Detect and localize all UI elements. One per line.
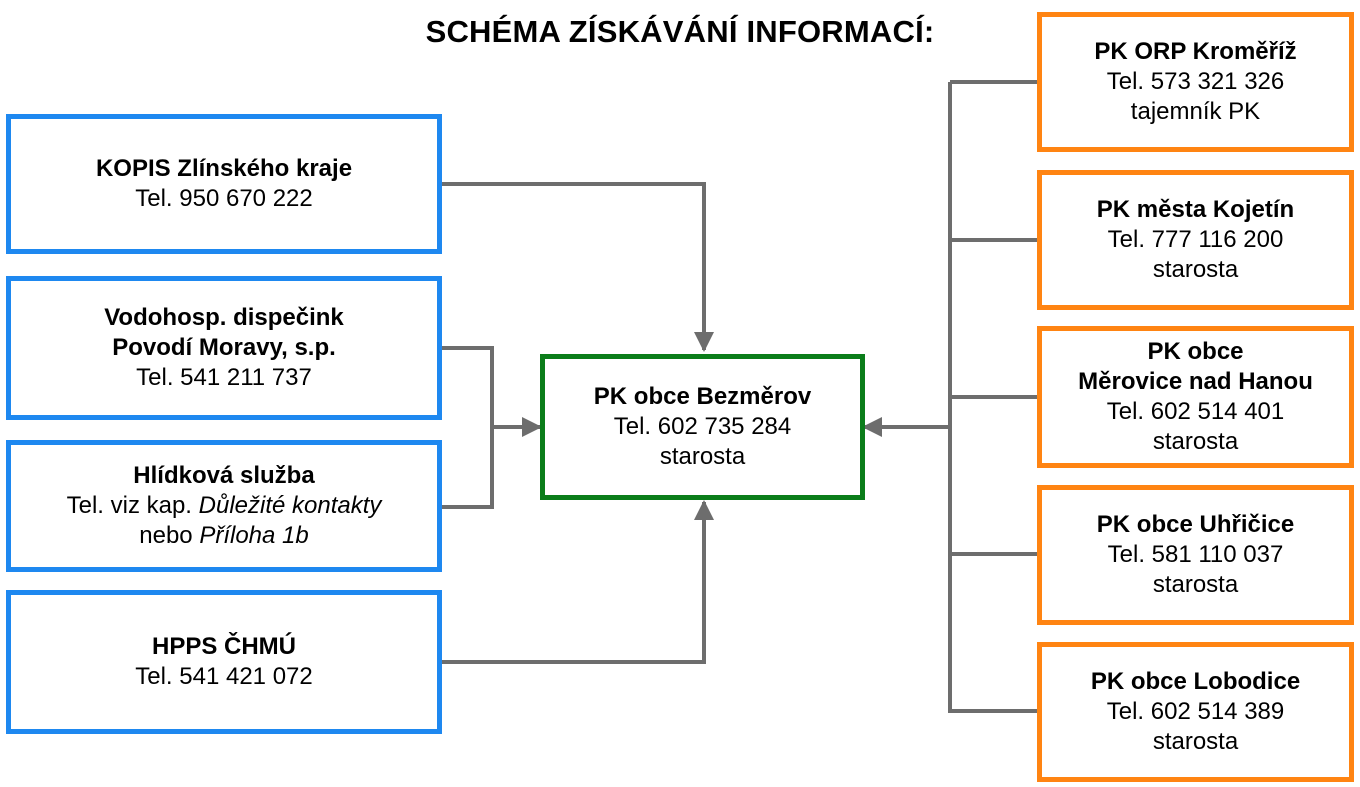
target-name: PK obce Lobodice (1090, 668, 1301, 695)
source-kopis: KOPIS Zlínského kraje Tel. 950 670 222 (6, 114, 442, 254)
target-name-line1: PK obce (1147, 338, 1244, 365)
center-phone: Tel. 602 735 284 (613, 413, 792, 440)
target-phone: Tel. 581 110 037 (1107, 541, 1284, 568)
source-hlidkova: Hlídková služba Tel. viz kap. Důležité k… (6, 440, 442, 572)
source-vodohosp-name2: Povodí Moravy, s.p. (112, 334, 336, 361)
target-lobodice: PK obce Lobodice Tel. 602 514 389 staros… (1037, 642, 1354, 782)
connector-hpps (442, 500, 714, 664)
target-role: starosta (1152, 428, 1239, 455)
source-vodohosp: Vodohosp. dispečink Povodí Moravy, s.p. … (6, 276, 442, 420)
diagram-title: SCHÉMA ZÍSKÁVÁNÍ INFORMACÍ: (425, 14, 935, 49)
source-hlidkova-alt-prefix: nebo (139, 522, 200, 549)
target-role: tajemník PK (1130, 98, 1261, 125)
source-hlidkova-phone-ref: Důležité kontakty (198, 492, 382, 519)
source-vodohosp-name1: Vodohosp. dispečink (104, 304, 344, 331)
source-hlidkova-phone-prefix: Tel. viz kap. (66, 492, 199, 519)
source-hlidkova-alt-ref: Příloha 1b (199, 522, 309, 549)
source-vodohosp-phone: Tel. 541 211 737 (136, 364, 312, 391)
source-hpps: HPPS ČHMÚ Tel. 541 421 072 (6, 590, 442, 734)
source-kopis-phone: Tel. 950 670 222 (135, 185, 313, 212)
target-role: starosta (1152, 728, 1239, 755)
target-name: PK obce Uhřičice (1096, 511, 1295, 538)
target-kromeriz: PK ORP Kroměříž Tel. 573 321 326 tajemní… (1037, 12, 1354, 152)
target-merovice: PK obce Měrovice nad Hanou Tel. 602 514 … (1037, 326, 1354, 468)
connector-vodohosp (442, 346, 494, 509)
target-phone: Tel. 573 321 326 (1106, 68, 1285, 95)
target-kojetin: PK města Kojetín Tel. 777 116 200 staros… (1037, 170, 1354, 310)
target-phone: Tel. 602 514 401 (1106, 398, 1285, 425)
connector-kopis (442, 182, 714, 352)
target-role: starosta (1152, 571, 1239, 598)
target-name: PK města Kojetín (1096, 196, 1295, 223)
source-kopis-name: KOPIS Zlínského kraje (95, 155, 353, 182)
target-phone: Tel. 777 116 200 (1107, 226, 1284, 253)
center-node: PK obce Bezměrov Tel. 602 735 284 staros… (540, 354, 865, 500)
source-hpps-phone: Tel. 541 421 072 (135, 663, 313, 690)
target-role: starosta (1152, 256, 1239, 283)
target-name: PK ORP Kroměříž (1094, 38, 1297, 65)
source-hlidkova-name: Hlídková služba (133, 462, 315, 489)
source-hpps-name: HPPS ČHMÚ (151, 633, 296, 660)
source-hlidkova-phone: Tel. viz kap. Důležité kontakty (67, 491, 382, 521)
target-uhricice: PK obce Uhřičice Tel. 581 110 037 staros… (1037, 485, 1354, 625)
target-phone: Tel. 602 514 389 (1106, 698, 1285, 725)
center-role: starosta (659, 443, 746, 470)
center-name: PK obce Bezměrov (593, 383, 812, 410)
target-name-line2: Měrovice nad Hanou (1078, 368, 1313, 395)
source-hlidkova-alt: nebo Příloha 1b (139, 521, 308, 551)
